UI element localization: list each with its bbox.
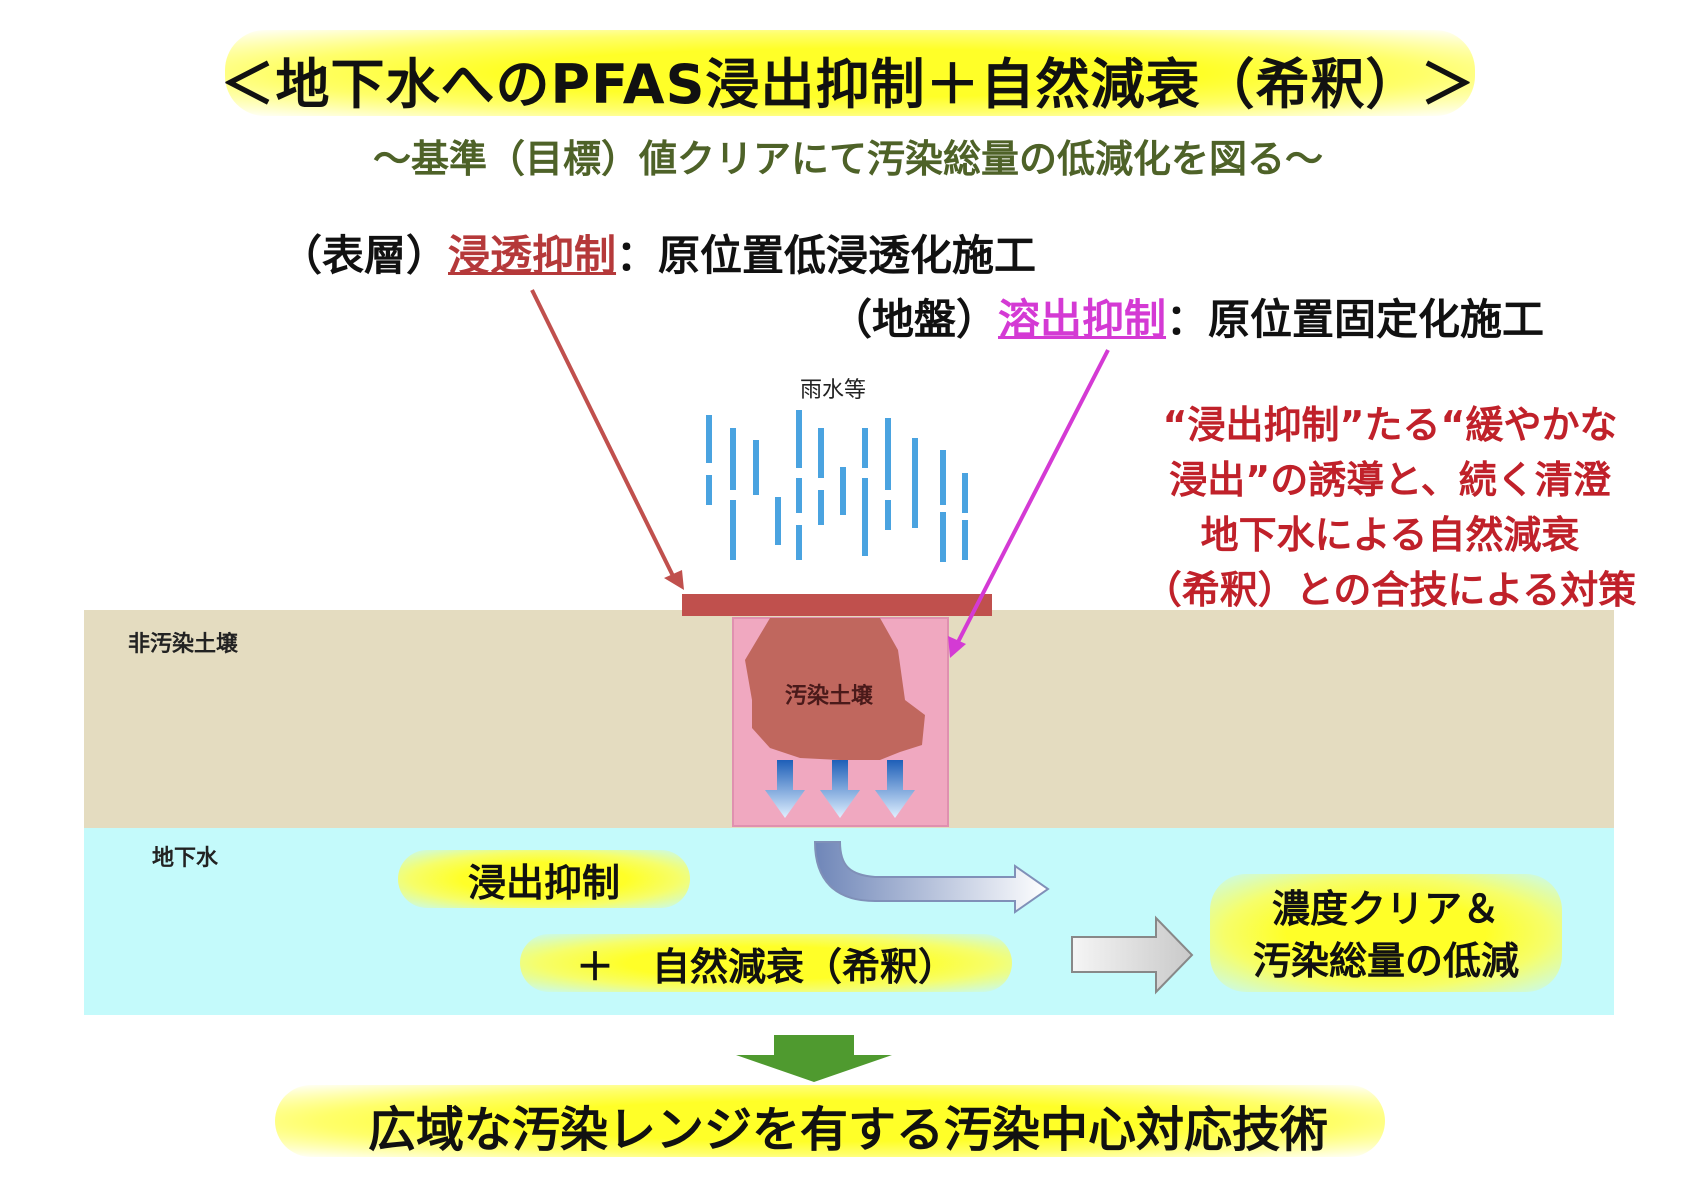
leach-arrow-2	[820, 760, 860, 818]
rain-drop	[940, 512, 946, 562]
conclusion-text: 広域な汚染レンジを有する汚染中心対応技術	[367, 1102, 1328, 1158]
rain-drop	[818, 428, 824, 478]
ground-suffix: ：原位置固定化施工	[1166, 295, 1545, 344]
rain-drop	[962, 520, 968, 560]
groundwater-label: 地下水	[152, 846, 219, 871]
surface-label: （表層）浸透抑制：原位置低浸透化施工	[280, 222, 1036, 283]
rain-drop	[796, 478, 802, 513]
rain-drop	[912, 438, 918, 528]
rain-drop	[862, 478, 868, 556]
page-title: ＜地下水へのPFAS浸出抑制＋自然減衰（希釈）＞	[220, 53, 1476, 116]
rain-lines	[706, 410, 968, 562]
surface-cap	[682, 594, 992, 616]
conclusion-arrow	[736, 1035, 892, 1082]
bottom-highlight	[275, 1085, 1385, 1157]
rain-drop	[730, 500, 736, 560]
rain-drop	[940, 450, 946, 505]
note-line-1: “浸出抑制”たる“緩やかな	[1162, 403, 1618, 447]
attenuation-label: ＋ 自然減衰（希釈）	[575, 945, 956, 989]
title-highlight	[225, 30, 1475, 116]
result-line-2: 汚染総量の低減	[1252, 939, 1519, 983]
result-line-1: 濃度クリア＆	[1271, 887, 1500, 931]
leach-suppression-label: 浸出抑制	[467, 861, 620, 905]
ground-pointer-arrow	[948, 349, 1110, 658]
rain-drop	[862, 428, 868, 468]
curved-flow-arrow	[813, 841, 1050, 914]
rain-drop	[885, 418, 891, 490]
surface-suffix: ：原位置低浸透化施工	[616, 231, 1037, 280]
contaminated-soil-label: 汚染土壌	[785, 684, 874, 709]
note-line-3: 地下水による自然減衰	[1200, 513, 1580, 557]
surface-pointer-arrow	[530, 289, 684, 590]
clean-soil-label: 非汚染土壌	[128, 632, 239, 657]
rain-drop	[706, 415, 712, 463]
contaminated-soil-blob	[745, 618, 925, 760]
surface-keyword: 浸透抑制	[448, 231, 617, 280]
surface-prefix: （表層）	[280, 231, 449, 280]
leach-arrow-1	[765, 760, 805, 818]
rain-drop	[775, 497, 781, 545]
attenuation-highlight	[520, 934, 1012, 992]
result-highlight	[1210, 874, 1562, 992]
leach-suppression-highlight	[398, 850, 690, 908]
note-line-2: 浸出”の誘導と、続く清澄	[1169, 458, 1611, 502]
rain-drop	[840, 467, 846, 515]
rain-label: 雨水等	[800, 378, 867, 403]
strategy-note: “浸出抑制”たる“緩やかな 浸出”の誘導と、続く清澄 地下水による自然減衰 （希…	[1110, 398, 1670, 618]
rain-drop	[796, 410, 802, 468]
note-line-4: （希釈）との合技による対策	[1143, 568, 1637, 612]
leach-arrow-3	[875, 760, 915, 818]
ground-prefix: （地盤）	[830, 295, 999, 344]
rain-drop	[706, 475, 712, 505]
ground-label: （地盤）溶出抑制：原位置固定化施工	[830, 286, 1544, 347]
rain-drop	[753, 440, 759, 495]
rain-drop	[885, 500, 891, 530]
result-arrow	[1071, 915, 1194, 995]
rain-drop	[730, 428, 736, 490]
ground-keyword: 溶出抑制	[998, 295, 1167, 344]
rain-drop	[818, 490, 824, 525]
rain-drop	[796, 525, 802, 560]
rain-drop	[962, 473, 968, 513]
leach-arrows	[765, 760, 915, 818]
page-subtitle: ～基準（目標）値クリアにて汚染総量の低減化を図る～	[372, 137, 1323, 181]
